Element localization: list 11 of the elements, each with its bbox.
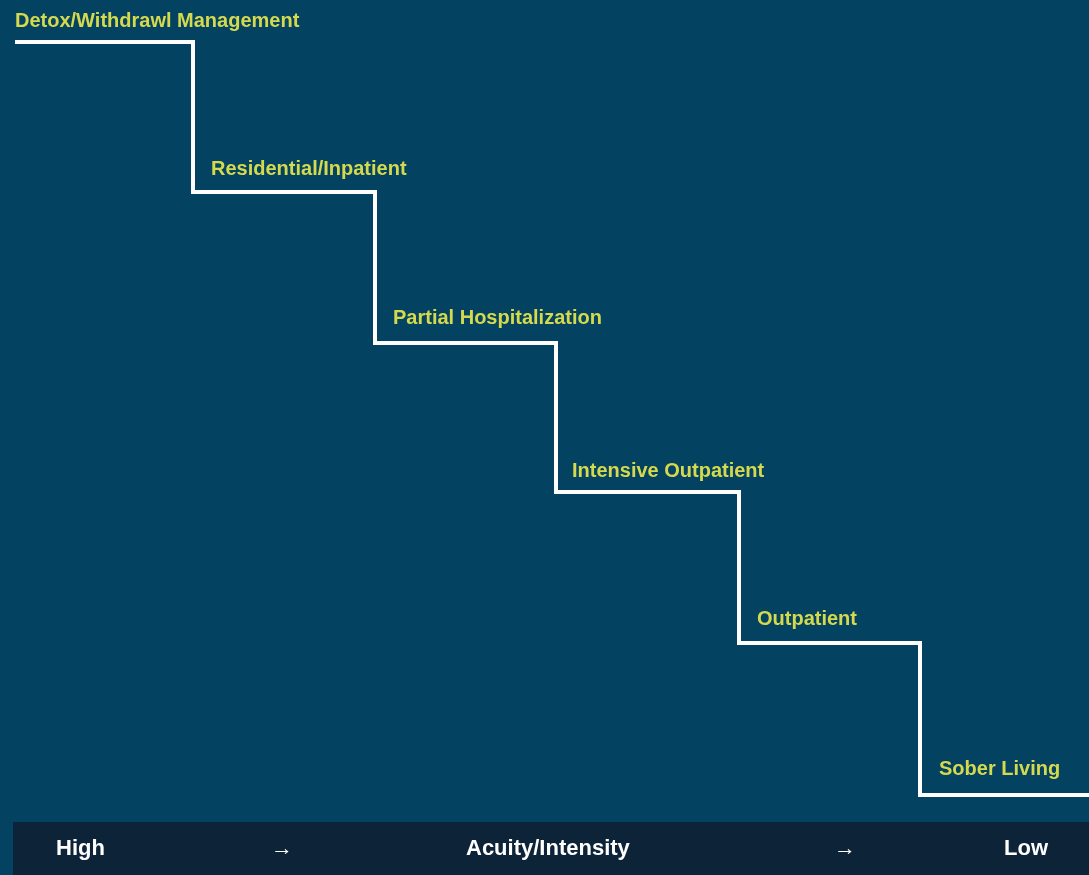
level-label: Detox/Withdrawl Management <box>15 8 300 32</box>
level-label: Intensive Outpatient <box>572 458 765 482</box>
level-label: Partial Hospitalization <box>393 305 602 329</box>
scale-label: Acuity/Intensity <box>466 835 630 861</box>
level-label: Outpatient <box>757 606 857 630</box>
level-label: Residential/Inpatient <box>211 156 407 180</box>
level-label: Sober Living <box>939 756 1061 780</box>
scale-label: Low <box>1004 835 1048 861</box>
direction-arrow: → <box>834 835 856 861</box>
scale-label: High <box>56 835 105 861</box>
direction-arrow: → <box>271 835 293 861</box>
